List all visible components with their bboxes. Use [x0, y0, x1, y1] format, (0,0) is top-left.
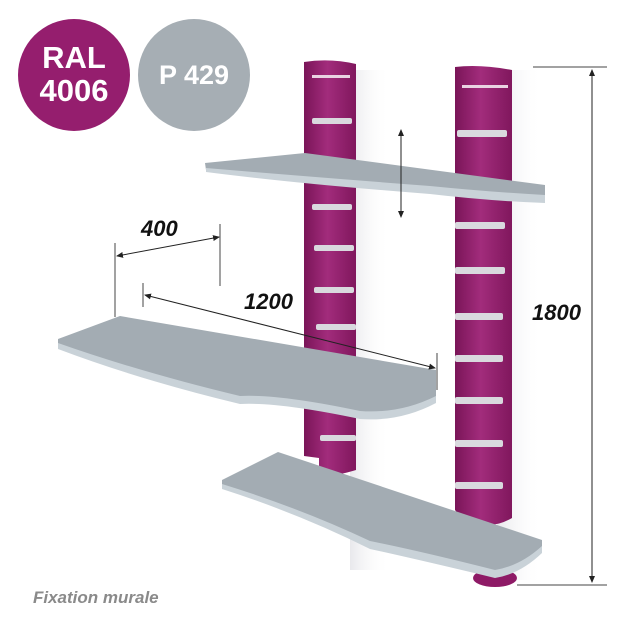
ral-color-badge: RAL 4006: [18, 19, 130, 131]
right-column: [455, 66, 517, 587]
depth-dimension-label: 400: [141, 216, 178, 241]
bottom-shelf: [222, 452, 542, 578]
height-dimension-label: 1800: [532, 300, 581, 325]
pantone-code: P 429: [158, 59, 230, 90]
top-shelf: [205, 153, 545, 203]
dimension-lines: [114, 66, 607, 586]
ral-label: RAL: [42, 40, 106, 76]
mounting-caption: Fixation murale: [33, 588, 159, 607]
pantone-color-badge: P 429: [138, 19, 250, 131]
ral-code: 4006: [39, 73, 109, 108]
width-dimension-label: 1200: [244, 289, 293, 314]
